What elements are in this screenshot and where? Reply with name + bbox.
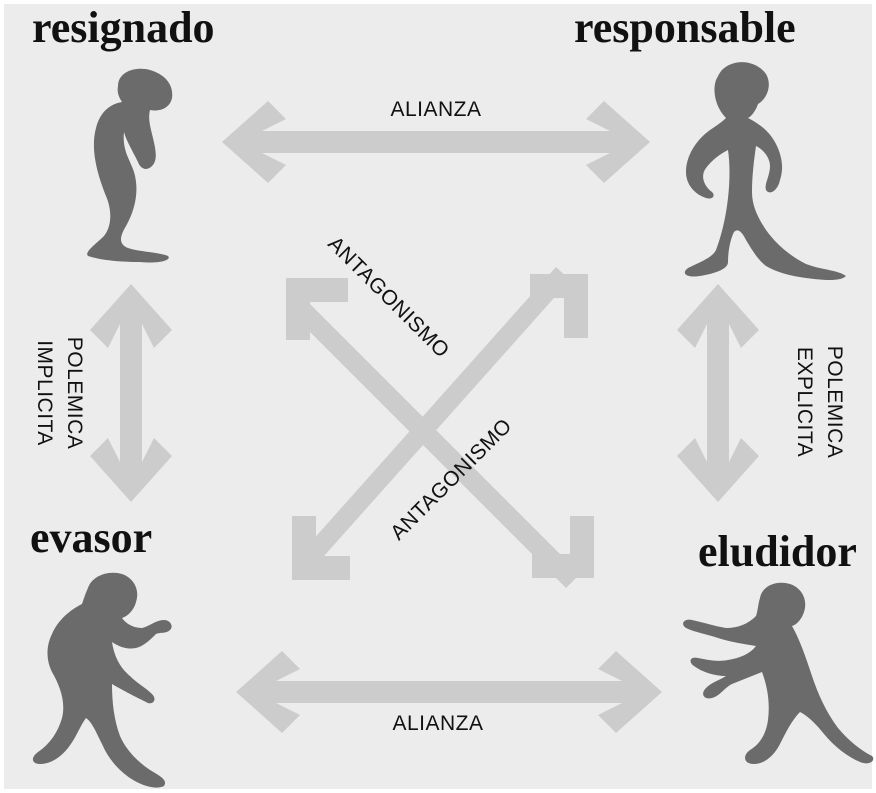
relation-label-left-line2: IMPLICITA (33, 340, 56, 446)
relation-label-right-group: POLEMICA EXPLICITA (793, 346, 846, 459)
relation-label-bottom: ALIANZA (392, 712, 483, 735)
arrow-diagonal-down (286, 278, 594, 588)
relation-label-left-group: POLEMICA IMPLICITA (33, 337, 86, 450)
relation-label-diag-up: ANTAGONISMO (386, 414, 516, 544)
responsable-figure-icon (684, 62, 846, 280)
relation-label-top: ALIANZA (390, 98, 481, 121)
relation-label-left-line1: POLEMICA (63, 337, 86, 450)
relation-label-right-line2: EXPLICITA (793, 347, 816, 457)
arrow-top-alianza (222, 101, 650, 183)
role-label-evasor: evasor (30, 513, 152, 562)
arrow-diagonal-up (292, 267, 588, 580)
resignado-figure-icon (87, 68, 173, 263)
arrow-left-polemica (90, 284, 172, 502)
arrow-right-polemica (677, 284, 759, 502)
arrows (90, 101, 759, 733)
role-label-responsable: responsable (574, 3, 796, 52)
role-label-resignado: resignado (32, 3, 215, 52)
relation-label-right-line1: POLEMICA (823, 346, 846, 459)
role-label-eludidor: eludidor (698, 527, 857, 576)
evasor-figure-icon (32, 572, 172, 788)
eludidor-figure-icon (683, 582, 874, 764)
arrow-bottom-alianza (236, 651, 662, 733)
figures (32, 62, 874, 788)
